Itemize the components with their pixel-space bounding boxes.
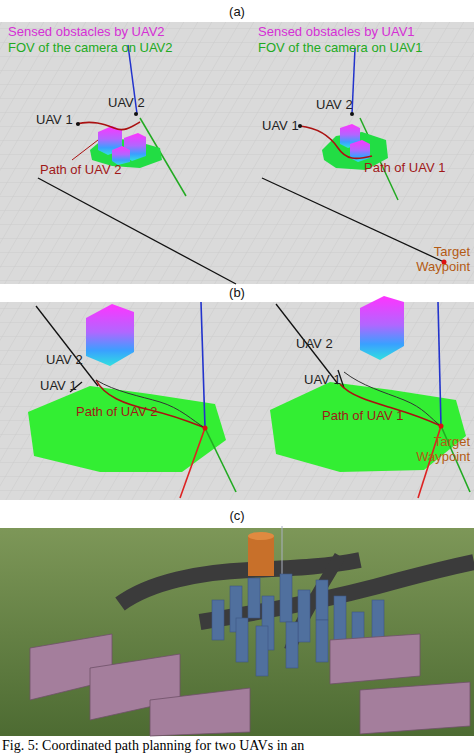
path-label: Path of UAV 2 [76,404,186,419]
uav-marker [134,112,138,116]
panel-c [0,526,474,736]
uav-label: UAV 2 [108,95,168,110]
obstacle [86,304,134,366]
panel-label: (c) [207,508,267,523]
trajectory-line [36,306,98,386]
axis-line [205,428,236,492]
obstacle [360,296,404,360]
uav-marker [76,122,80,126]
panel-a [0,22,474,284]
trajectory-line [38,178,236,284]
waypoint-label: Target Waypoint [404,244,470,274]
uav-label: UAV 1 [40,378,100,393]
axis-line [438,302,441,426]
legend-text: FOV of the camera on UAV1 [258,40,472,55]
uav-path [300,126,372,158]
waypoint-marker [439,424,444,429]
uav-marker [350,112,354,116]
uav-label: UAV 2 [46,352,106,367]
panel-label: (b) [207,285,267,300]
legend-text: Sensed obstacles by UAV2 [8,24,228,39]
trajectory-line [262,178,444,262]
uav-label: UAV 1 [304,372,364,387]
waypoint-label: Target Waypoint [404,434,470,464]
uav-label: UAV 2 [316,97,376,112]
grass-ground [0,528,474,736]
path-label: Path of UAV 1 [364,160,472,175]
axis-line [201,302,205,428]
uav-label: UAV 1 [36,112,96,127]
waypoint-marker [203,426,208,431]
path-label: Path of UAV 2 [40,162,150,177]
cylinder-top [248,532,274,540]
walls [30,634,470,736]
legend-text: FOV of the camera on UAV2 [8,40,228,55]
cylinder-tank [248,536,274,576]
uav-label: UAV 1 [262,118,322,133]
antenna [282,526,283,578]
axis-line [180,428,205,498]
figure-caption: Fig. 5: Coordinated path planning for tw… [2,738,304,754]
legend-text: Sensed obstacles by UAV1 [258,24,472,39]
uav-path [76,122,140,130]
sensed-ground [28,386,226,472]
grid-floor [0,22,474,284]
leader-line [72,140,98,160]
panel-label: (a) [207,4,267,19]
uav-label: UAV 2 [296,336,356,351]
panel-b [0,296,474,500]
path-label: Path of UAV 1 [322,408,432,423]
